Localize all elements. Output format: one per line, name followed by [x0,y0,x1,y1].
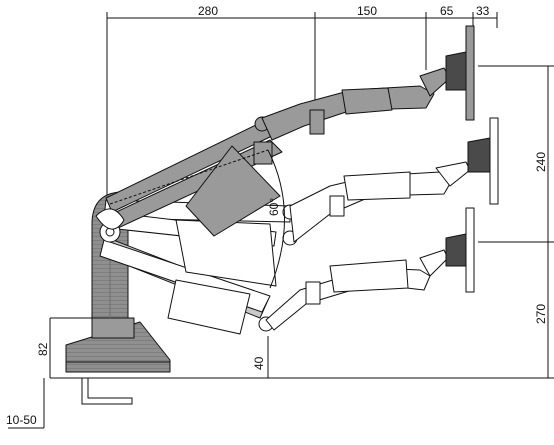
left-dimension-lines [8,317,430,429]
dim-tilt-length: 65 [440,4,454,18]
pivot-joint [95,208,125,243]
dim-forearm-length: 150 [357,4,377,18]
right-dimension-lines [430,65,554,379]
dim-height-range: 240 [534,152,548,172]
arm-lowered-position [99,207,475,335]
dim-arm-length: 280 [198,4,218,18]
dim-clamp-range: 10-50 [6,413,37,427]
dim-desk-offset: 40 [252,356,266,370]
desk-clamp-base [65,317,171,405]
dim-base-height: 82 [36,342,50,356]
tilt-arc [109,149,285,289]
tilt-angle-label: 60° [267,198,281,216]
dim-vesa-depth: 33 [476,4,490,18]
dim-min-height: 270 [534,304,548,324]
arm-raised-position [105,25,475,237]
